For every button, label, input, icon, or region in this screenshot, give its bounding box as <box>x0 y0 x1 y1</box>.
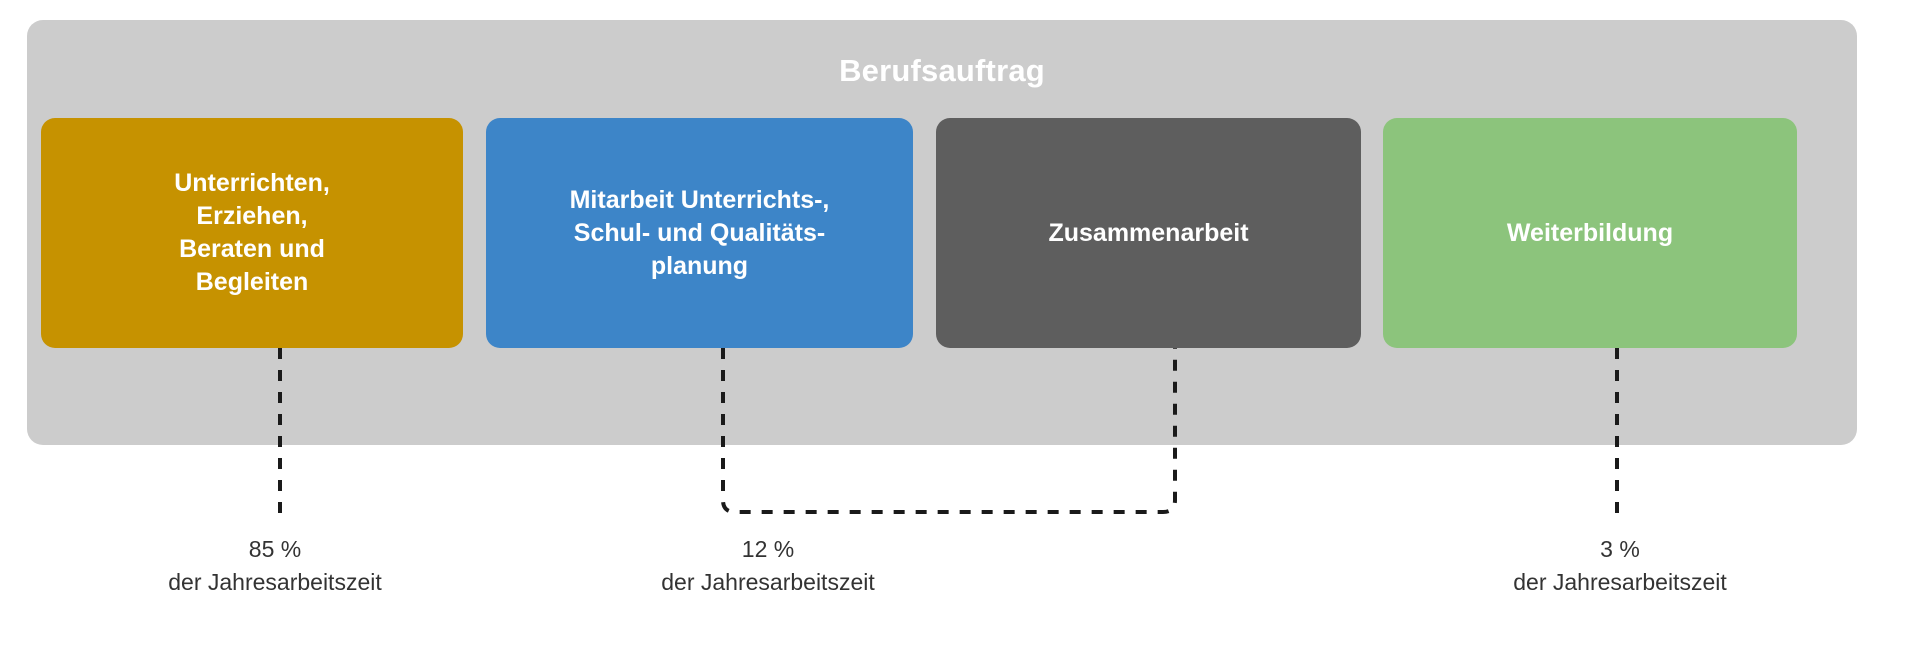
percent-subtitle: der Jahresarbeitszeit <box>168 569 382 596</box>
percent-value: 3 % <box>1600 536 1640 562</box>
percent-subtitle: der Jahresarbeitszeit <box>1513 569 1727 596</box>
card-label: Unterrichten, Erziehen, Beraten und Begl… <box>174 169 330 296</box>
percent-value: 12 % <box>741 536 795 562</box>
caption-12-percent: 12 % der Jahresarbeitszeit <box>578 533 958 600</box>
page-title: Berufsauftrag <box>839 53 1045 88</box>
card-unterrichten-erziehen-beraten-begleiten[interactable]: Unterrichten, Erziehen, Beraten und Begl… <box>41 118 463 348</box>
caption-85-percent: 85 % der Jahresarbeitszeit <box>85 533 465 600</box>
percent-value: 85 % <box>248 536 302 562</box>
card-zusammenarbeit[interactable]: Zusammenarbeit <box>936 118 1361 348</box>
percent-subtitle: der Jahresarbeitszeit <box>661 569 875 596</box>
card-mitarbeit-unterrichts-schul-qualitaetsplanung[interactable]: Mitarbeit Unterrichts-, Schul- und Quali… <box>486 118 913 348</box>
card-weiterbildung[interactable]: Weiterbildung <box>1383 118 1797 348</box>
card-label: Zusammenarbeit <box>1048 218 1249 247</box>
card-label: Mitarbeit Unterrichts-, Schul- und Quali… <box>569 185 830 280</box>
card-label: Weiterbildung <box>1506 218 1674 247</box>
caption-3-percent: 3 % der Jahresarbeitszeit <box>1430 533 1810 600</box>
